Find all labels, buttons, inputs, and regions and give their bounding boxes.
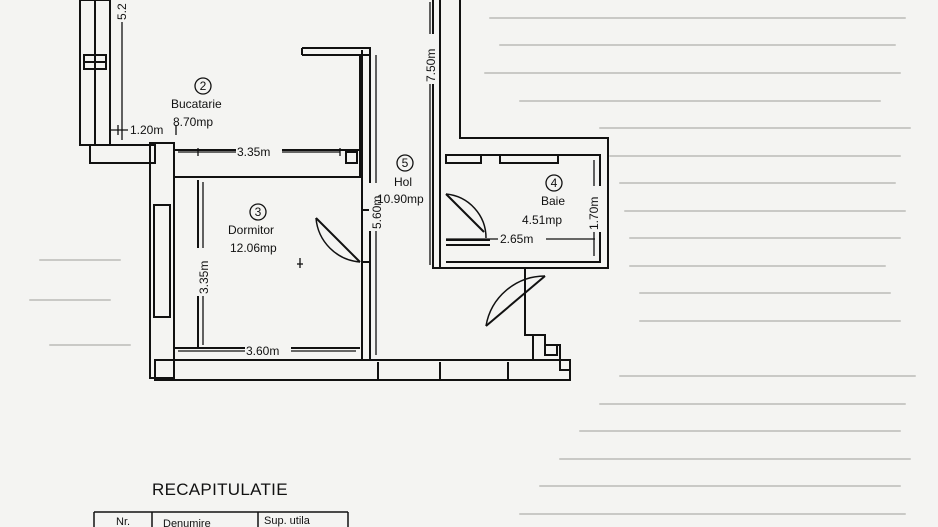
table-header-name: Denumire	[163, 518, 211, 527]
table-header-nr: Nr.	[116, 516, 130, 527]
summary-table: RECAPITULATIE Nr. Denumire Sup. utila	[93, 480, 349, 527]
dim-bath-width: 2.65m	[500, 232, 533, 246]
room-name: Hol	[394, 175, 412, 189]
room-name: Baie	[541, 194, 565, 208]
room-name: Dormitor	[228, 223, 274, 237]
room-number: 4	[551, 176, 558, 190]
dim-kitchen-width: 3.35m	[237, 145, 270, 159]
dim-bedroom-height: 3.35m	[197, 261, 211, 294]
room-number: 5	[402, 156, 409, 170]
room-area: 10.90mp	[377, 192, 424, 206]
bath-door-leaf	[445, 193, 485, 233]
room-area: 4.51mp	[522, 213, 562, 227]
room-kitchen: 2 Bucatarie 8.70mp	[171, 77, 222, 129]
dim-bedroom-width: 3.60m	[246, 344, 279, 358]
bedroom-door-leaf	[315, 217, 361, 263]
table-title: RECAPITULATIE	[152, 480, 288, 499]
room-bathroom: 4 Baie 4.51mp	[522, 174, 565, 227]
room-number-circle	[249, 203, 267, 221]
entrance-door-leaf	[485, 275, 546, 327]
entrance-door-swing	[485, 275, 546, 327]
bath-door-swing	[445, 193, 487, 239]
dim-hall-upper: 7.50m	[424, 49, 438, 82]
room-marker	[297, 258, 303, 268]
dim-bath-height: 1.70m	[587, 197, 601, 230]
room-number: 3	[255, 205, 262, 219]
room-number-circle	[194, 77, 212, 95]
room-name: Bucatarie	[171, 97, 222, 111]
room-number-circle	[396, 154, 414, 172]
dim-top-left: 5.2	[115, 3, 129, 20]
room-area: 8.70mp	[173, 115, 213, 129]
room-hall: 5 Hol 10.90mp	[377, 154, 424, 206]
bleed-through-text	[29, 17, 916, 515]
room-bedroom: 3 Dormitor 12.06mp	[228, 203, 277, 255]
walls	[79, 0, 609, 381]
dim-hall-height: 5.60m	[370, 196, 384, 229]
bedroom-door-swing	[315, 217, 361, 263]
dimension-labels: 5.2 1.20m 3.35m 3.35m 3.60m 5.60m 7.50m …	[115, 0, 601, 358]
bedroom-left-wall	[149, 142, 175, 379]
doors	[315, 193, 546, 327]
room-area: 12.06mp	[230, 241, 277, 255]
table-header-area: Sup. utila	[264, 515, 311, 527]
dim-kitchen-small: 1.20m	[130, 123, 163, 137]
room-number: 2	[200, 79, 207, 93]
room-number-circle	[545, 174, 563, 192]
